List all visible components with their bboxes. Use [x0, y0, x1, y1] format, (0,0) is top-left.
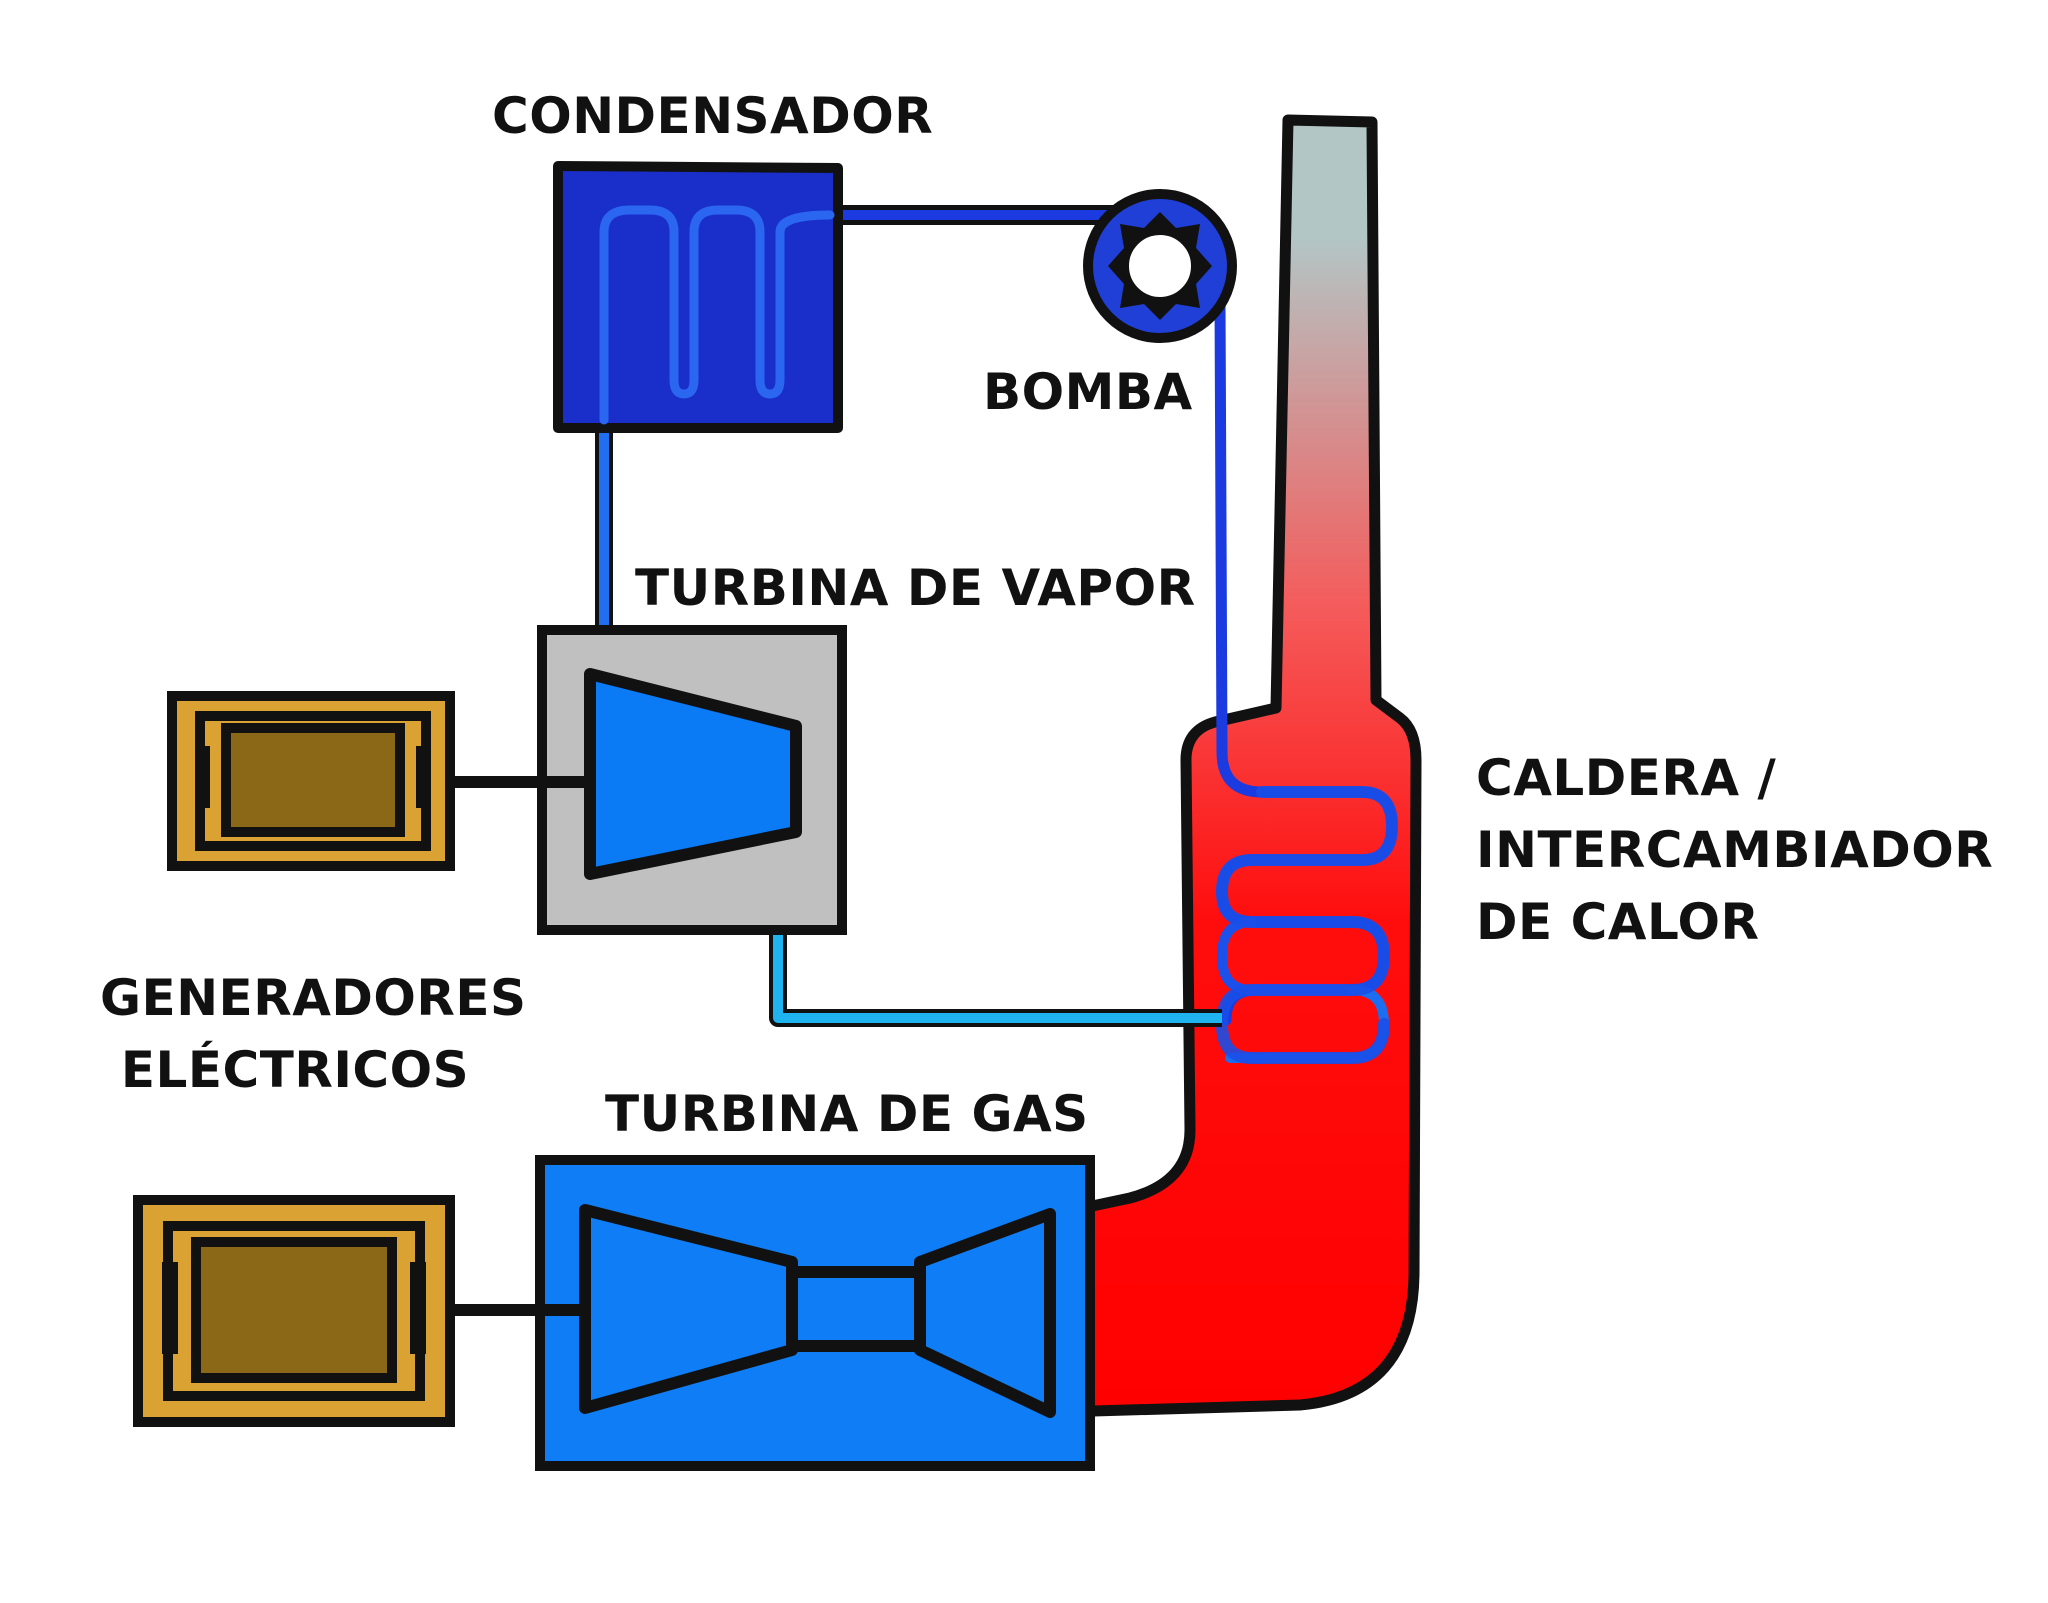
generators-label: GENERADORES ELÉCTRICOS	[100, 962, 527, 1106]
condenser	[553, 161, 843, 433]
boiler-label-line-3: DE CALOR	[1476, 893, 1760, 951]
pump-label: BOMBA	[983, 363, 1193, 421]
boiler-label: CALDERA / INTERCAMBIADOR DE CALOR	[1476, 742, 1993, 958]
gas-turbine-expander	[914, 1208, 1056, 1418]
generators-label-line-2: ELÉCTRICOS	[120, 1041, 470, 1099]
gas-turbine-combustor	[786, 1266, 926, 1352]
condenser-label: CONDENSADOR	[492, 87, 934, 145]
boiler-body	[1044, 114, 1422, 1418]
generators-label-line-1: GENERADORES	[100, 969, 527, 1027]
steam-turbine-rotor	[584, 668, 802, 880]
boiler-heat-exchanger	[1044, 114, 1422, 1418]
gas-turbine-label: TURBINA DE GAS	[605, 1085, 1089, 1143]
generator-steam-core	[221, 723, 405, 837]
boiler-label-line-2: INTERCAMBIADOR	[1476, 821, 1994, 879]
generator-gas-core	[191, 1237, 397, 1383]
condenser-coil	[599, 205, 835, 425]
steam-turbine	[450, 625, 847, 935]
coil-outline	[1216, 786, 1398, 1064]
generator-gas	[133, 1195, 455, 1427]
generator-steam	[167, 691, 455, 871]
steam-turbine-label: TURBINA DE VAPOR	[635, 559, 1196, 617]
gas-turbine	[450, 1155, 1095, 1471]
boiler-label-line-1: CALDERA /	[1476, 749, 1777, 807]
pump	[1083, 189, 1237, 343]
